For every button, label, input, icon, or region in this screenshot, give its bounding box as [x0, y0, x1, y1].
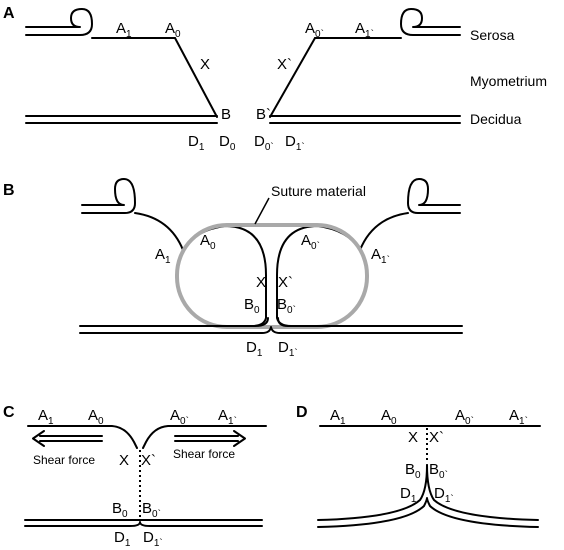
panel-b-label-x: X	[256, 274, 266, 291]
panel-a-label-a1p: A1`	[355, 20, 374, 40]
panel-a-label-a0: A0	[165, 20, 181, 40]
layer-label-myometrium: Myometrium	[470, 73, 547, 89]
panel-c-serosa	[27, 425, 267, 449]
panel-b-label-b0p: B0`	[277, 296, 296, 316]
panel-c-decidua	[24, 519, 263, 527]
panel-c-label-xp: X`	[141, 452, 156, 469]
panel-b-label-d1p: D1`	[278, 339, 298, 359]
panel-b-left-serosa	[81, 178, 136, 214]
panel-a: A A1 A0 X B D1 D0 A0` A1` X` B` D0` D1` …	[3, 5, 547, 153]
panel-a-left-incision	[174, 37, 218, 118]
panel-d-label-a0: A0	[381, 407, 397, 427]
panel-d: D A1 A0 A0` A1` X X` B0 B0` D1 D1`	[296, 404, 541, 528]
panel-a-right-serosa	[400, 8, 461, 36]
panel-c-right-arrow	[174, 430, 246, 447]
panel-c-label-b0p: B0`	[142, 500, 161, 520]
panel-c-label-a0p: A0`	[170, 407, 189, 427]
panel-d-label-a1p: A1`	[509, 407, 528, 427]
panel-a-right-incision	[269, 37, 316, 118]
panel-a-label-bp: B`	[256, 106, 271, 123]
panel-c-shear-right: Shear force	[173, 447, 235, 461]
panel-c: C Shear force Shear force A1 A0 A0` A1` …	[3, 404, 267, 549]
panel-d-label-x: X	[408, 429, 418, 446]
panel-c-label-a1p: A1`	[218, 407, 237, 427]
panel-b-label-a1p: A1`	[371, 246, 390, 266]
panel-d-letter: D	[296, 404, 308, 421]
panel-d-label-b0: B0	[405, 461, 421, 481]
panel-b-decidua	[79, 317, 463, 334]
panel-a-label-d0: D0	[219, 133, 236, 153]
panel-c-label-x: X	[119, 452, 129, 469]
panel-d-label-d1: D1	[400, 485, 417, 505]
panel-c-label-d1p: D1`	[143, 529, 163, 549]
panel-b-suture-pointer	[254, 197, 270, 225]
panel-d-decidua	[317, 464, 539, 528]
panel-b-label-a1: A1	[155, 246, 171, 266]
panel-b-label-xp: X`	[278, 274, 293, 291]
layer-label-decidua: Decidua	[470, 111, 522, 127]
panel-a-letter: A	[3, 5, 15, 22]
panel-c-label-d1: D1	[114, 529, 131, 549]
panel-c-letter: C	[3, 404, 15, 421]
panel-b-suture-label: Suture material	[271, 183, 366, 199]
panel-d-label-xp: X`	[429, 429, 444, 446]
panel-b-label-a0p: A0`	[301, 232, 320, 252]
panel-a-label-x: X	[200, 56, 210, 73]
panel-b-right-serosa	[407, 178, 461, 214]
panel-a-label-xp: X`	[277, 56, 292, 73]
panel-a-label-d1p: D1`	[285, 133, 305, 153]
panel-a-label-d0p: D0`	[254, 133, 274, 153]
panel-a-label-b: B	[221, 106, 231, 123]
panel-d-label-b0p: B0`	[429, 461, 448, 481]
panel-b-letter: B	[3, 182, 15, 199]
panel-c-left-arrow	[32, 430, 103, 447]
panel-a-left-decidua	[25, 115, 218, 124]
layer-label-serosa: Serosa	[470, 27, 515, 43]
panel-b-label-a0: A0	[200, 232, 216, 252]
panel-a-label-a1: A1	[116, 20, 132, 40]
panel-d-label-d1p: D1`	[434, 485, 454, 505]
panel-a-label-a0p: A0`	[305, 20, 324, 40]
panel-a-label-d1: D1	[188, 133, 205, 153]
panel-b: B Suture material A1 A0 A0` A1` X X` B0 …	[3, 178, 463, 359]
panel-d-label-a0p: A0`	[455, 407, 474, 427]
panel-b-label-d1: D1	[246, 339, 263, 359]
panel-c-shear-left: Shear force	[33, 453, 95, 467]
panel-a-right-decidua	[269, 115, 461, 124]
panel-a-left-serosa	[25, 8, 93, 36]
panel-c-label-a0: A0	[88, 407, 104, 427]
panel-d-label-a1: A1	[330, 407, 346, 427]
panel-b-label-b0: B0	[244, 296, 260, 316]
panel-c-label-b0: B0	[112, 500, 128, 520]
panel-c-label-a1: A1	[38, 407, 54, 427]
